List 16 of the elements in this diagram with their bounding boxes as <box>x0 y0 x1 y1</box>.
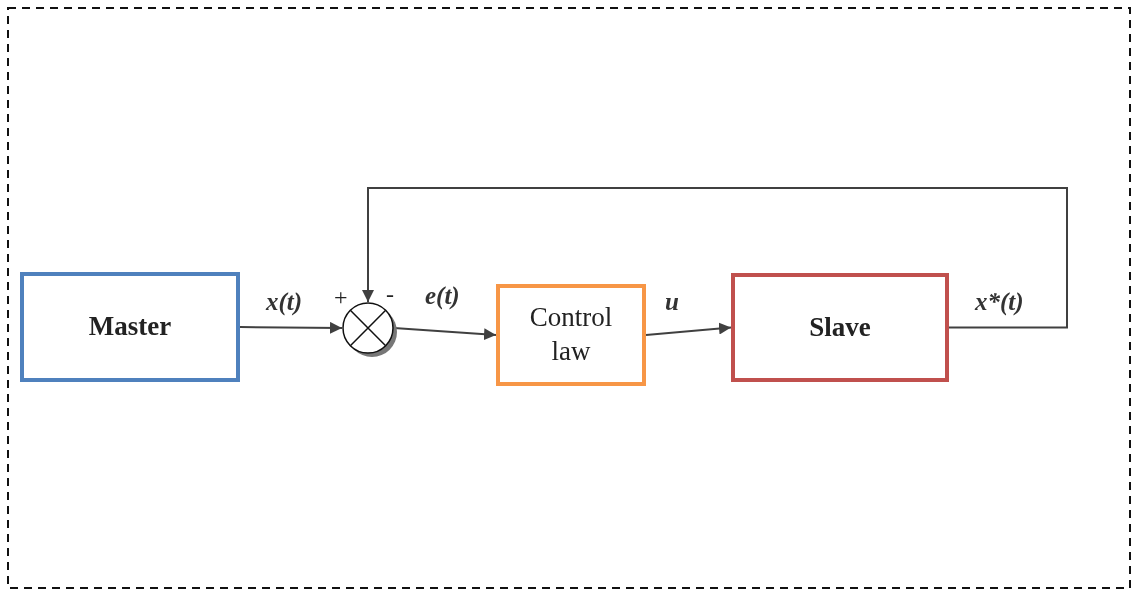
edge-label: x(t) <box>266 288 303 316</box>
arrow <box>239 321 343 334</box>
sign-label: + <box>334 284 348 311</box>
edge-label: e(t) <box>425 282 460 310</box>
node-label: Master <box>88 310 172 344</box>
process-box <box>731 273 949 382</box>
summing-junction <box>342 302 399 359</box>
edge-label: x*(t) <box>975 288 1024 316</box>
node-label: Slave <box>809 310 871 344</box>
edge-label: u <box>665 288 679 316</box>
arrow <box>645 322 732 336</box>
sign-label: - <box>386 281 394 308</box>
process-box <box>496 284 646 386</box>
node-label: Control law <box>528 301 614 368</box>
arrow <box>362 187 1068 329</box>
process-box <box>20 272 240 382</box>
